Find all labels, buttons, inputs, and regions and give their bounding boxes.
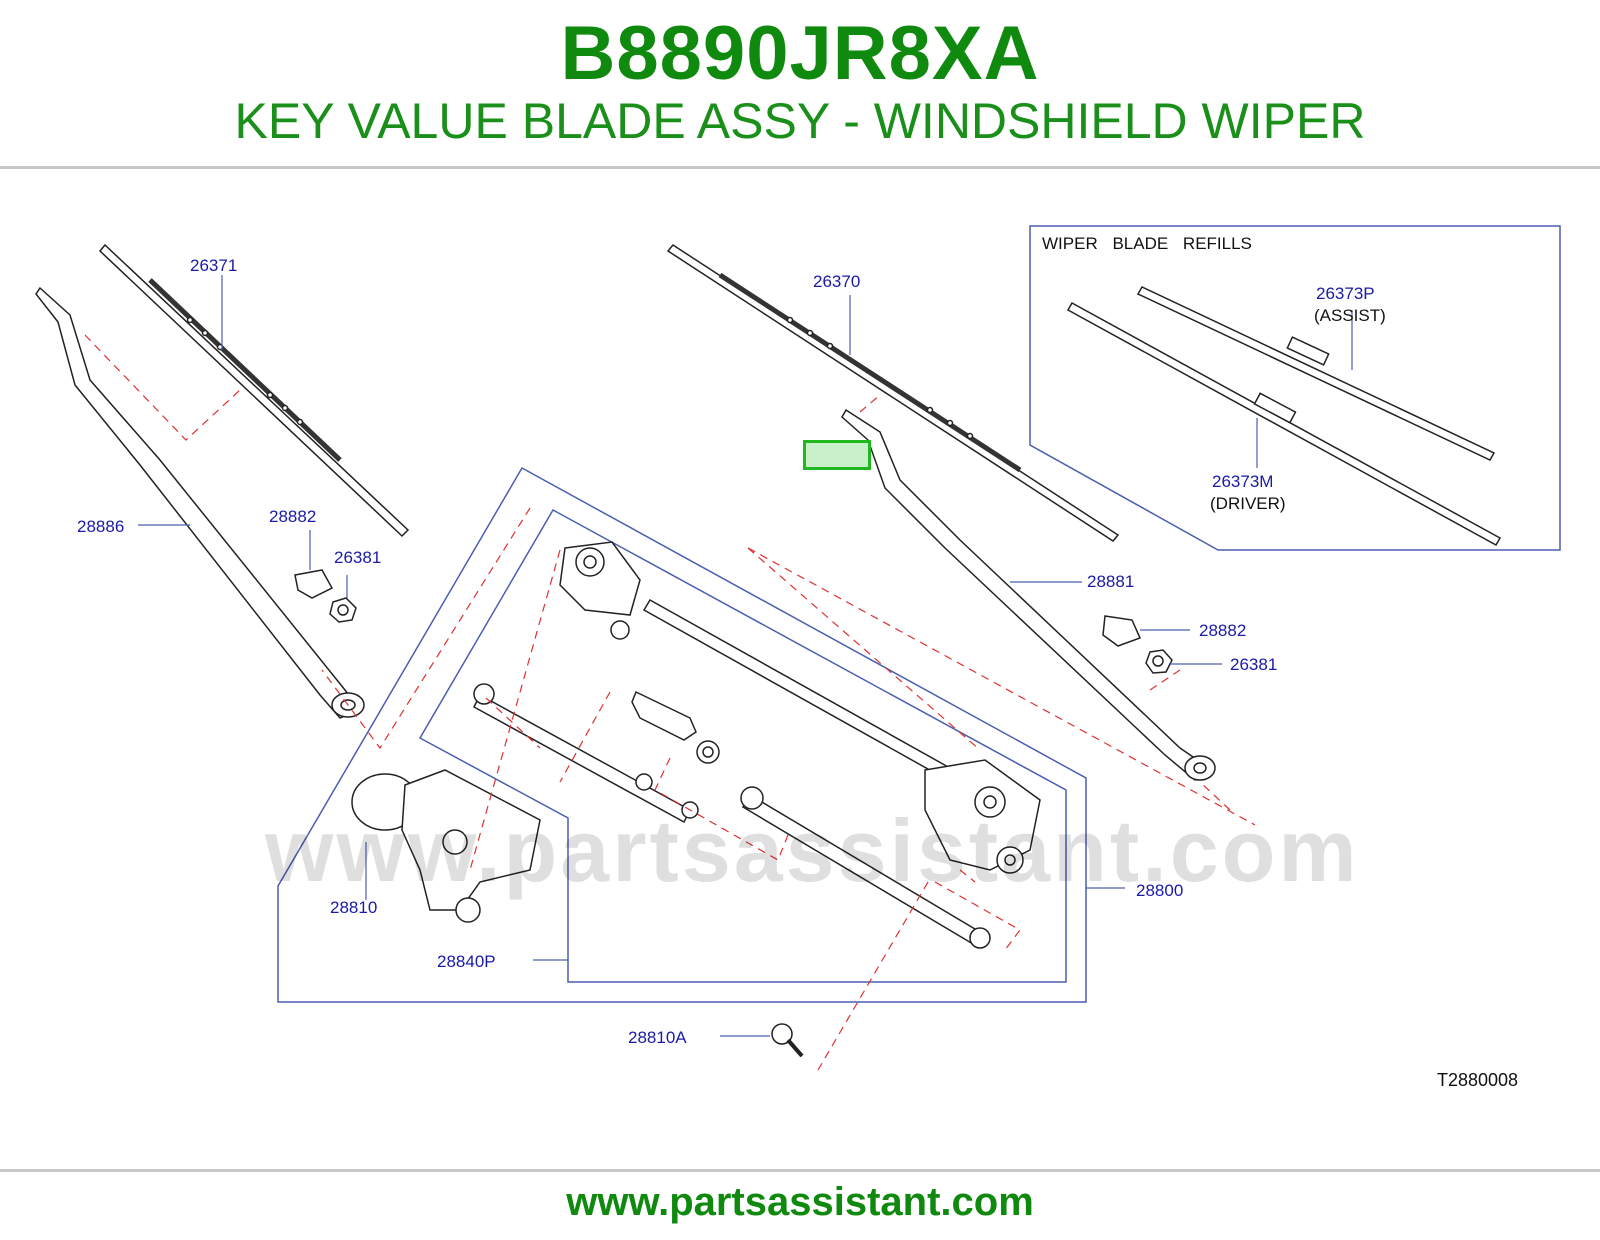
link-rod-main [642, 598, 952, 780]
refills-box-title: WIPER BLADE REFILLS [1042, 234, 1252, 253]
callout-28840p[interactable]: 28840P [437, 952, 496, 971]
callout-28800[interactable]: 28800 [1136, 881, 1184, 900]
dashed-guides [84, 334, 1256, 1071]
linkage-frame-outer [277, 466, 1087, 1003]
diagram-code: T2880008 [1437, 1070, 1519, 1090]
arm-28881 [841, 408, 1216, 781]
bracket [631, 690, 697, 741]
drive-rod-lower [473, 683, 699, 824]
callout-28882-right[interactable]: 28882 [1199, 621, 1247, 640]
refills-frame [1029, 225, 1561, 551]
motor-28810 [351, 769, 541, 923]
nut-26381-left [329, 597, 357, 623]
parts-diagram: www.partsassistant.com WIPER BLADE REFIL… [0, 170, 1600, 1166]
callout-26381-right[interactable]: 26381 [1230, 655, 1278, 674]
footer-url[interactable]: www.partsassistant.com [566, 1180, 1034, 1224]
nut-26381-right [1145, 649, 1173, 674]
pivot-right [924, 759, 1041, 874]
header-divider [0, 166, 1600, 169]
bolt-28810a [771, 1023, 804, 1058]
pivot-left [559, 541, 641, 640]
callout-28881[interactable]: 28881 [1087, 572, 1135, 591]
watermark: www.partsassistant.com [265, 801, 1360, 900]
note-driver: (DRIVER) [1210, 494, 1286, 513]
callout-28886[interactable]: 28886 [77, 517, 125, 536]
link-rod-second [740, 786, 991, 949]
leader-lines [138, 275, 1353, 1037]
callout-28810[interactable]: 28810 [330, 898, 378, 917]
callout-28810a[interactable]: 28810A [628, 1028, 687, 1047]
bushing [696, 740, 720, 764]
callout-26381-left[interactable]: 26381 [334, 548, 382, 567]
linkage-frame-inner [418, 508, 1067, 983]
blade-26371 [98, 243, 410, 538]
cap-28882-left [294, 569, 334, 599]
page-header: B8890JR8XA KEY VALUE BLADE ASSY - WINDSH… [0, 0, 1600, 170]
callout-26373p[interactable]: 26373P [1316, 284, 1375, 303]
callout-26371[interactable]: 26371 [190, 256, 238, 275]
refill-26373p [1136, 286, 1496, 461]
callout-28882-left[interactable]: 28882 [269, 507, 317, 526]
footer-divider [0, 1169, 1600, 1172]
highlighted-callout-box [803, 440, 871, 470]
note-assist: (ASSIST) [1314, 306, 1386, 325]
arm-28886 [35, 286, 365, 719]
cap-28882-right [1102, 615, 1142, 647]
diagram-drawing [35, 225, 1561, 1071]
part-number-title: B8890JR8XA [560, 11, 1040, 96]
part-description: KEY VALUE BLADE ASSY - WINDSHIELD WIPER [234, 93, 1366, 149]
blade-26370 [666, 244, 1120, 542]
callout-26370[interactable]: 26370 [813, 272, 861, 291]
callout-26373m[interactable]: 26373M [1212, 472, 1274, 491]
refill-26373m [1066, 301, 1502, 547]
